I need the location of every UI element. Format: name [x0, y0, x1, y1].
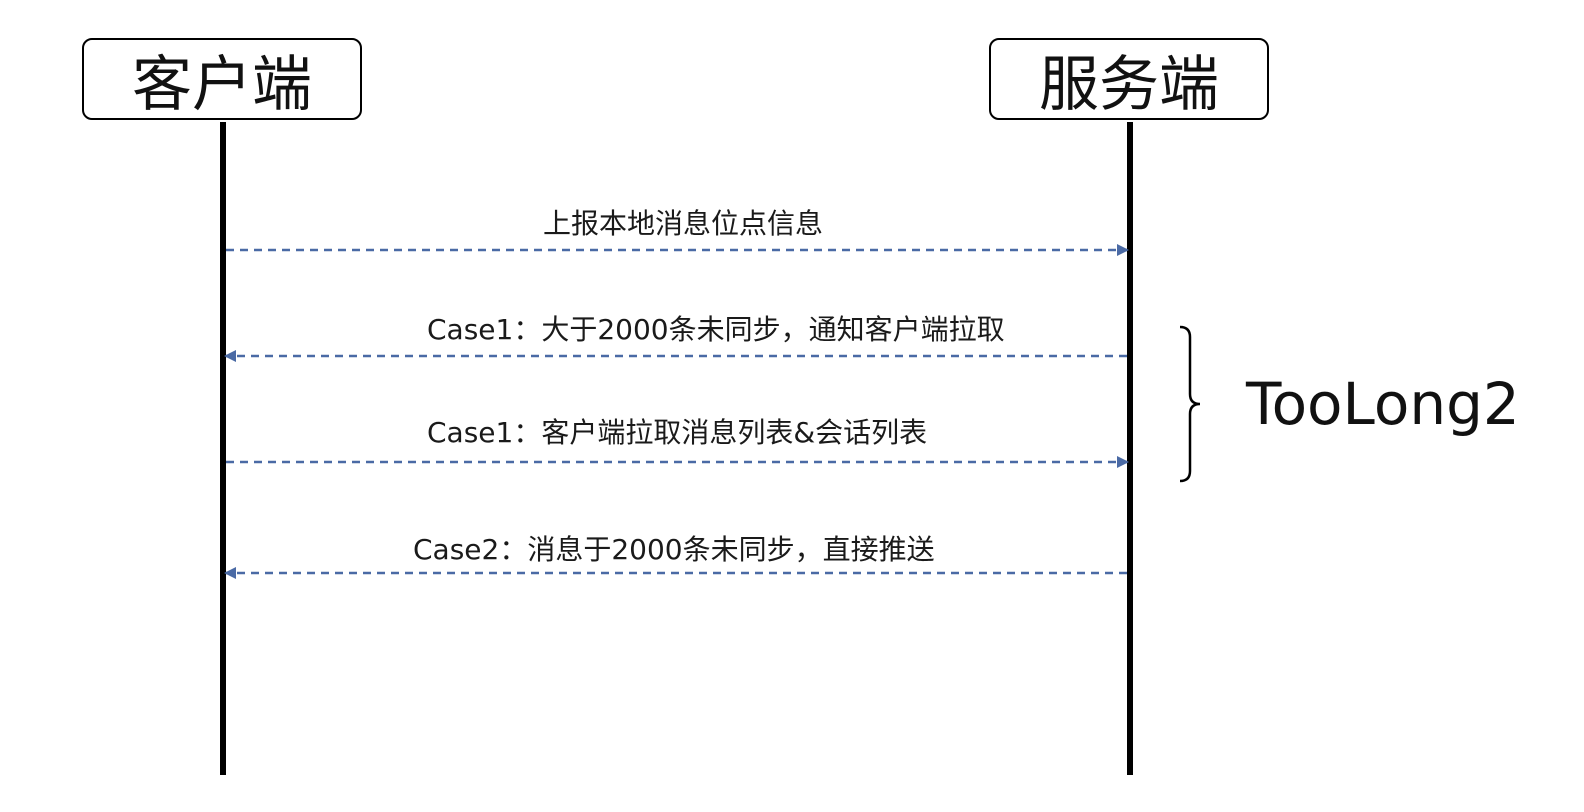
server-actor-box: 服务端: [989, 38, 1269, 120]
client-actor-label: 客户端: [132, 49, 312, 120]
message-label-4: Case2：消息于2000条未同步，直接推送: [413, 533, 935, 566]
group-brace: [1179, 325, 1201, 483]
message-label-1: 上报本地消息位点信息: [543, 207, 824, 240]
message-label-3: Case1：客户端拉取消息列表&会话列表: [427, 416, 928, 449]
message-label-2: Case1：大于2000条未同步，通知客户端拉取: [427, 313, 1005, 346]
server-actor-label: 服务端: [1039, 49, 1219, 120]
group-label: TooLong2: [1246, 370, 1520, 438]
client-actor-box: 客户端: [82, 38, 362, 120]
